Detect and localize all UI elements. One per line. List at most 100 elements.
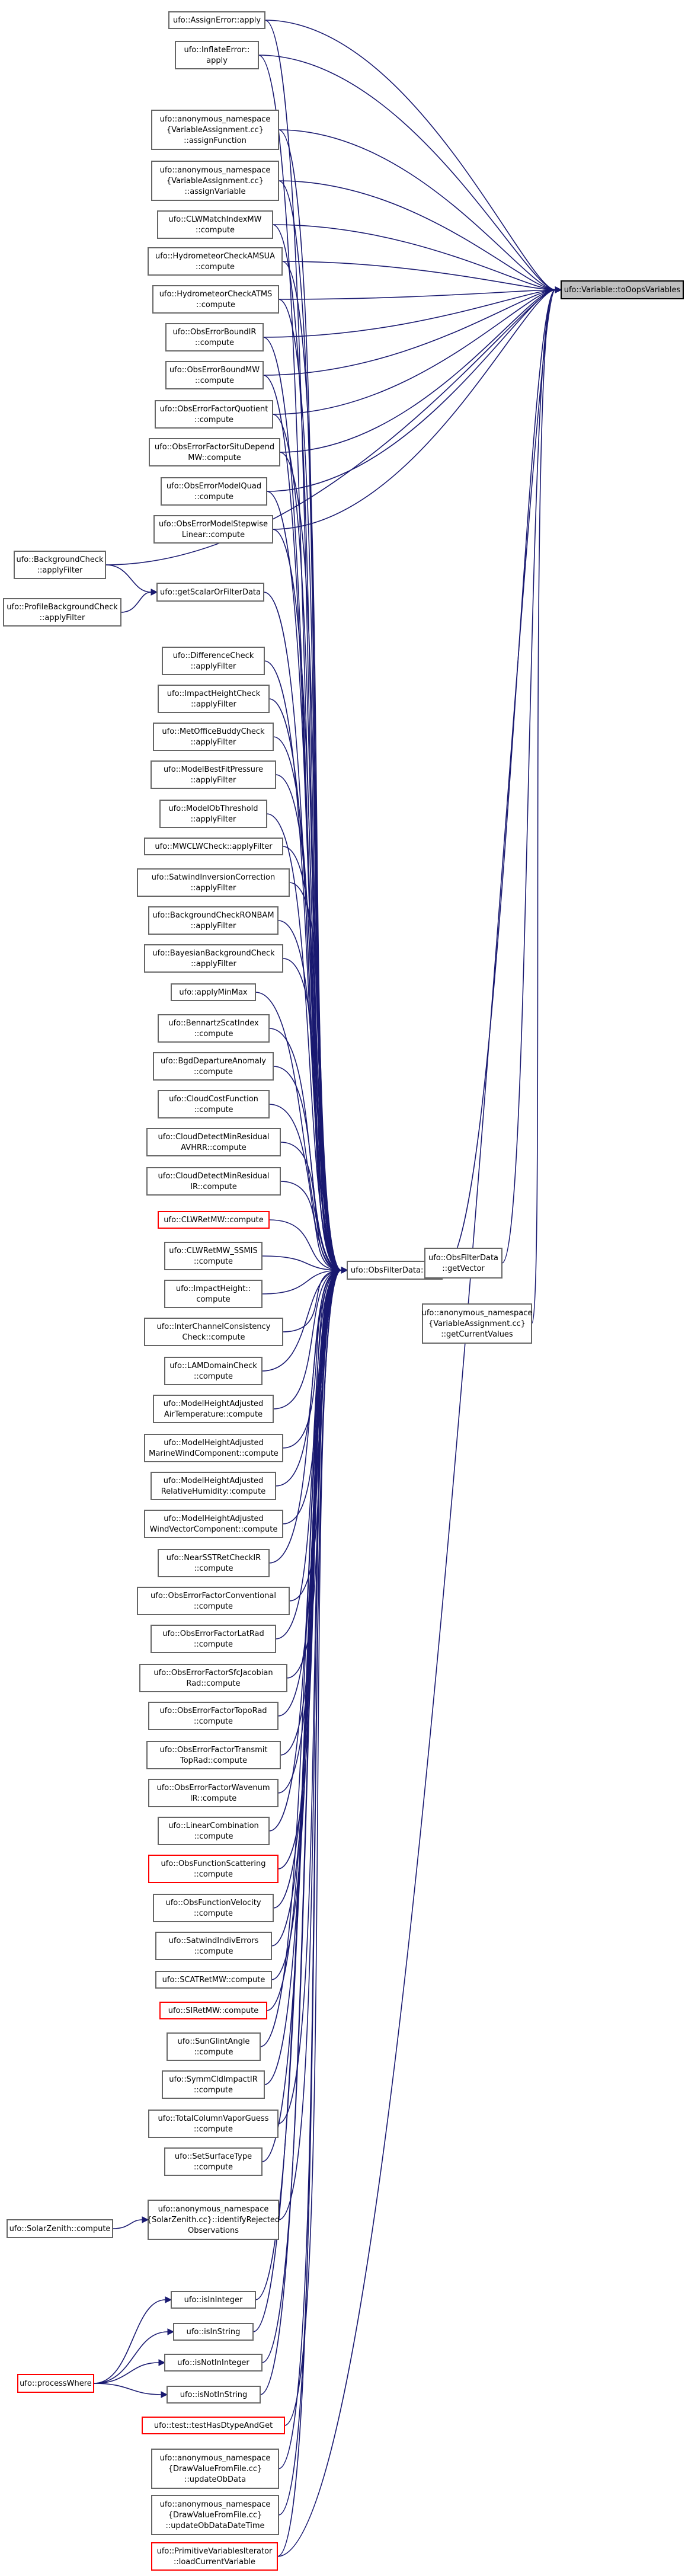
node-label: ufo::CLWMatchIndexMW [168,215,261,224]
graph-node[interactable]: ufo::ObsErrorBoundIR::compute [165,323,264,351]
graph-node[interactable]: ufo::ImpactHeightCheck::applyFilter [158,685,270,713]
graph-node[interactable]: ufo::isNotInInteger [164,2354,263,2372]
node-label: ufo::isInInteger [184,2296,243,2305]
node-label: ::compute [194,1372,233,1381]
graph-node[interactable]: ufo::ModelHeightAdjustedAirTemperature::… [153,1395,274,1423]
graph-node[interactable]: ufo::ObsErrorFactorConventional::compute [137,1587,290,1615]
node-box [159,800,267,828]
graph-node[interactable]: ufo::ObsErrorFactorLatRad::compute [151,1625,276,1653]
graph-node[interactable]: ufo::ObsErrorFactorTransmitTopRad::compu… [146,1741,281,1769]
graph-node[interactable]: ufo::SatwindInversionCorrection::applyFi… [137,868,290,897]
node-box [151,760,276,789]
node-label: ufo::ObsErrorFactorConventional [151,1591,276,1600]
graph-node[interactable]: ufo::LinearCombination::compute [158,1817,270,1845]
graph-node[interactable]: ufo::SolarZenith::compute [7,2219,113,2238]
node-box [167,2386,261,2404]
graph-node[interactable]: ufo::MetOfficeBuddyCheck::applyFilter [153,723,274,751]
graph-node[interactable]: ufo::SunGlintAngle::compute [167,2032,261,2061]
node-box [148,2110,279,2138]
graph-node[interactable]: ufo::anonymous_namespace{VariableAssignm… [151,161,279,201]
graph-edge [275,1270,342,1639]
edge-arrowhead [151,589,158,596]
graph-node[interactable]: ufo::ModelBestFitPressure::applyFilter [151,760,276,789]
graph-node[interactable]: ufo::CloudCostFunction::compute [158,1090,270,1118]
graph-node[interactable]: ufo::InflateError::apply [175,41,259,69]
node-box [144,1318,283,1346]
graph-edge [278,180,556,290]
graph-node[interactable]: ufo::SCATRetMW::compute [155,1971,272,1989]
graph-node[interactable]: ufo::anonymous_namespace{DrawValueFromFi… [151,2449,279,2489]
node-label: ::assignVariable [184,187,245,196]
node-box [157,210,273,239]
graph-node[interactable]: ufo::ObsFilterData::getVector [424,1248,502,1279]
graph-node[interactable]: ufo::NearSSTRetCheckIR::compute [158,1549,270,1577]
node-label: ufo::CloudDetectMinResidual [158,1133,270,1142]
node-box [151,2495,279,2535]
node-box [155,400,273,429]
graph-node[interactable]: ufo::SatwindIndivErrors::compute [155,1932,272,1960]
node-label: ufo::BackgroundCheck [16,555,104,564]
graph-node[interactable]: ufo::ModelObThreshold::applyFilter [159,800,267,828]
node-box [142,2417,285,2434]
node-label: ufo::CloudCostFunction [169,1095,258,1104]
graph-node[interactable]: ufo::LAMDomainCheck::compute [164,1357,263,1385]
graph-node[interactable]: ufo::ObsErrorModelStepwiseLinear::comput… [153,515,273,544]
node-label: RelativeHumidity::compute [161,1487,266,1496]
graph-node[interactable]: ufo::processWhere [17,2374,94,2393]
graph-node[interactable]: ufo::ObsErrorFactorTopoRad::compute [148,1702,279,1730]
graph-node[interactable]: ufo::ObsErrorModelQuad::compute [161,477,267,506]
graph-node[interactable]: ufo::HydrometeorCheckATMS::compute [152,285,279,314]
node-label: ::applyFilter [191,776,236,785]
graph-node[interactable]: ufo::CLWRetMW_SSMIS::compute [164,1242,263,1270]
graph-node[interactable]: ufo::HydrometeorCheckAMSUA::compute [148,247,283,276]
graph-node[interactable]: ufo::SymmCldImpactIR::compute [162,2070,265,2099]
graph-node[interactable]: ufo::anonymous_namespace{DrawValueFromFi… [151,2495,279,2535]
node-label: ufo::ModelHeightAdjusted [164,1514,263,1523]
graph-node[interactable]: ufo::SIRetMW::compute [159,2002,267,2019]
graph-node[interactable]: ufo::ModelHeightAdjustedWindVectorCompon… [144,1510,283,1538]
graph-node[interactable]: ufo::anonymous_namespace{SolarZenith.cc}… [147,2200,280,2240]
graph-node[interactable]: ufo::BackgroundCheck::applyFilter [14,551,106,579]
graph-node[interactable]: ufo::CLWMatchIndexMW::compute [157,210,273,239]
node-label: {VariableAssignment.cc} [167,177,264,186]
graph-node[interactable]: ufo::PrimitiveVariablesIterator::loadCur… [151,2542,278,2571]
graph-node[interactable]: ufo::ObsFunctionVelocity::compute [153,1894,274,1922]
graph-node[interactable]: ufo::SetSurfaceType::compute [164,2147,263,2176]
graph-edge [282,1270,342,1449]
graph-node[interactable]: ufo::Variable::toOopsVariables [561,280,684,299]
graph-node[interactable]: ufo::ImpactHeight::compute [164,1280,263,1308]
graph-node[interactable]: ufo::ObsErrorFactorQuotient::compute [155,400,273,429]
graph-node[interactable]: ufo::getScalarOrFilterData [156,583,264,602]
graph-node[interactable]: ufo::DifferenceCheck::applyFilter [162,647,265,675]
graph-node[interactable]: ufo::anonymous_namespace{VariableAssignm… [151,110,279,150]
graph-node[interactable]: ufo::ProfileBackgroundCheck::applyFilter [3,598,121,627]
node-label: ufo::ObsErrorFactorTopoRad [159,1706,267,1715]
graph-node[interactable]: ufo::isNotInString [167,2386,261,2404]
graph-node[interactable]: ufo::CLWRetMW::compute [158,1211,270,1229]
graph-edge [277,920,342,1271]
graph-node[interactable]: ufo::ModelHeightAdjustedRelativeHumidity… [151,1472,276,1500]
graph-node[interactable]: ufo::BgdDepartureAnomaly::compute [153,1052,274,1081]
graph-node[interactable]: ufo::ObsErrorBoundMW::compute [165,361,264,389]
node-label: ::compute [195,376,234,385]
graph-node[interactable]: ufo::AssignError::apply [168,11,265,29]
graph-node[interactable]: ufo::BayesianBackgroundCheck::applyFilte… [144,944,283,973]
node-box [151,2542,278,2571]
graph-node[interactable]: ufo::BennartzScatIndex::compute [158,1014,270,1043]
graph-node[interactable]: ufo::CloudDetectMinResidualAVHRR::comput… [146,1128,281,1156]
graph-node[interactable]: ufo::anonymous_namespace{VariableAssignm… [422,1303,533,1344]
graph-node[interactable]: ufo::applyMinMax [171,983,256,1001]
graph-node[interactable]: ufo::isInString [173,2323,254,2341]
graph-node[interactable]: ufo::ObsErrorFactorSfcJacobianRad::compu… [139,1664,287,1692]
graph-node[interactable]: ufo::BackgroundCheckRONBAM::applyFilter [148,906,279,935]
graph-node[interactable]: ufo::isInInteger [171,2291,256,2309]
graph-node[interactable]: ufo::ObsFunctionScattering::compute [148,1855,279,1883]
graph-node[interactable]: ufo::TotalColumnVaporGuess::compute [148,2110,279,2138]
graph-node[interactable]: ufo::ModelHeightAdjustedMarineWindCompon… [144,1434,283,1462]
graph-node[interactable]: ufo::InterChannelConsistencyCheck::compu… [144,1318,283,1346]
graph-node[interactable]: ufo::test::testHasDtypeAndGet [142,2417,285,2434]
graph-node[interactable]: ufo::MWCLWCheck::applyFilter [144,838,283,855]
